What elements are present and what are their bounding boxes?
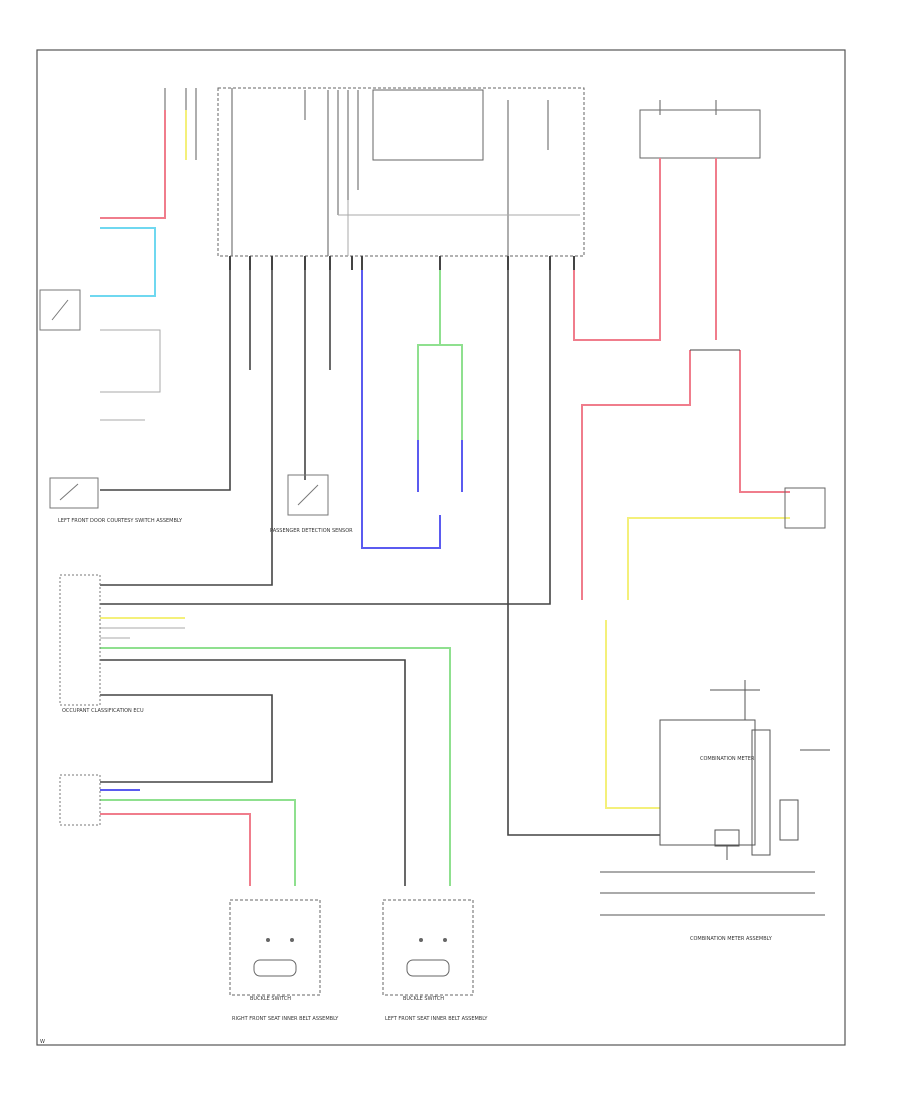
green-wires [100,270,463,886]
red-wires [100,110,790,886]
right-buckle-assembly [229,899,321,996]
left-buckle-switch-label: BUCKLE SWITCH [403,996,444,1002]
combination-meter-label: COMBINATION METER [700,756,755,762]
meter-output-lines [600,871,825,916]
main-relay-block [217,87,761,257]
blue-wires [100,270,463,791]
combination-meter-box [659,680,830,860]
left-buckle-assembly [382,899,474,996]
page-ref: W [40,1039,45,1045]
top-connector-pins [229,256,575,270]
occupant-sensor-label: OCCUPANT CLASSIFICATION ECU [62,708,144,714]
passenger-detection-label: PASSENGER DETECTION SENSOR [270,528,353,534]
top-input-wires [164,88,717,256]
dark-wires [100,270,660,886]
yellow-wires [100,110,790,809]
diagram-frame [36,49,846,1046]
right-buckle-label: RIGHT FRONT SEAT INNER BELT ASSEMBLY [232,1016,339,1022]
right-buckle-switch-label: BUCKLE SWITCH [250,996,291,1002]
labels: LEFT FRONT DOOR COURTESY SWITCH ASSEMBLY… [40,518,773,1045]
left-switch-label: LEFT FRONT DOOR COURTESY SWITCH ASSEMBLY [58,518,183,524]
assembly-label: COMBINATION METER ASSEMBLY [690,936,773,942]
left-buckle-label: LEFT FRONT SEAT INNER BELT ASSEMBLY [385,1016,488,1022]
right-connector-bracket [784,487,826,529]
cyan-wires [90,227,156,297]
gray-wires [100,200,580,639]
left-component-boxes [39,289,329,826]
